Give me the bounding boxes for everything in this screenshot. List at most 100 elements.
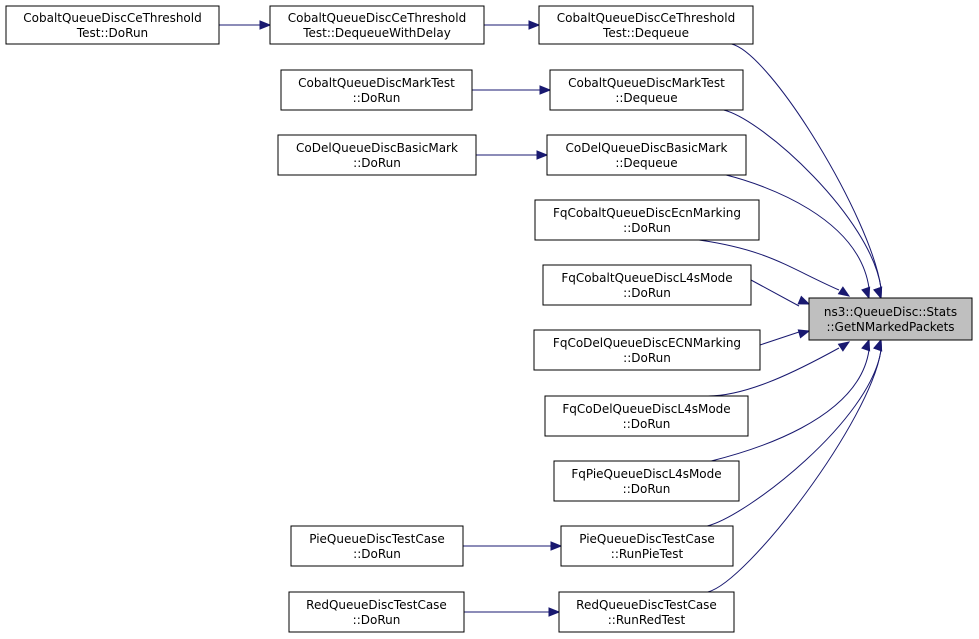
- edge-stats-to-red-run: [707, 338, 883, 593]
- node-ct-dwd[interactable]: CobaltQueueDiscCeThresholdTest::DequeueW…: [269, 5, 485, 45]
- node-label-line-2: ::Dequeue: [615, 91, 677, 105]
- edge-ct-deq-to-ct-dwd: [484, 20, 541, 30]
- node-box: [808, 297, 973, 341]
- edge-stats-to-cm-deq: [723, 109, 883, 300]
- node-label-line-1: CobaltQueueDiscCeThreshold: [288, 11, 466, 25]
- node-box: [549, 69, 744, 111]
- node-label-line-2: Test::DequeueWithDelay: [302, 26, 451, 40]
- edge-pie-run-to-pie-dorun: [463, 541, 563, 551]
- node-label-line-2: ::DoRun: [623, 221, 671, 235]
- node-label-line-1: FqPieQueueDiscL4sMode: [571, 467, 721, 481]
- node-label-line-2: ::DoRun: [353, 91, 401, 105]
- arrowhead-icon: [861, 338, 871, 352]
- node-fce[interactable]: FqCobaltQueueDiscEcnMarking::DoRun: [534, 199, 760, 241]
- node-box: [269, 5, 485, 45]
- arrowhead-icon: [536, 150, 549, 160]
- node-box: [546, 134, 747, 176]
- arrowhead-icon: [837, 286, 851, 297]
- node-label-line-2: ::DoRun: [623, 417, 671, 431]
- node-box: [280, 69, 473, 111]
- edge-line: [698, 239, 840, 291]
- arrowhead-icon: [259, 20, 272, 30]
- edge-stats-to-fce: [698, 239, 851, 297]
- node-box: [553, 460, 740, 502]
- node-label-line-2: Test::DoRun: [76, 26, 148, 40]
- node-label-line-1: CobaltQueueDiscMarkTest: [568, 76, 725, 90]
- edge-line: [750, 279, 800, 307]
- node-red-run[interactable]: RedQueueDiscTestCase::RunRedTest: [558, 591, 735, 633]
- node-label-line-2: ::GetNMarkedPackets: [826, 320, 954, 334]
- node-cd-deq[interactable]: CoDelQueueDiscBasicMark::Dequeue: [546, 134, 747, 176]
- edge-red-run-to-red-dorun: [464, 607, 561, 617]
- node-label-line-1: FqCobaltQueueDiscEcnMarking: [553, 206, 741, 220]
- node-box: [538, 5, 754, 45]
- node-box: [542, 264, 752, 306]
- edge-stats-to-fde: [759, 329, 811, 346]
- edge-stats-to-fdl: [707, 341, 851, 397]
- edges-layer: [219, 20, 883, 617]
- node-label-line-1: FqCoDelQueueDiscL4sMode: [562, 402, 730, 416]
- node-box: [5, 5, 220, 45]
- node-label-line-1: RedQueueDiscTestCase: [306, 598, 447, 612]
- edge-line: [707, 347, 840, 397]
- edge-cm-deq-to-cm-dorun: [472, 85, 552, 95]
- node-label-line-2: ::DoRun: [623, 482, 671, 496]
- edge-line: [707, 349, 882, 527]
- edge-stats-to-fpl: [711, 338, 871, 462]
- arrowhead-icon: [873, 338, 883, 352]
- edge-line: [731, 43, 882, 289]
- node-fcl[interactable]: FqCobaltQueueDiscL4sMode::DoRun: [542, 264, 752, 306]
- node-box: [290, 525, 464, 567]
- edge-ct-dwd-to-ct-dorun: [219, 20, 272, 30]
- edge-stats-to-ct-deq: [731, 43, 883, 300]
- node-label-line-2: ::Dequeue: [615, 156, 677, 170]
- node-label-line-1: CoDelQueueDiscBasicMark: [296, 141, 458, 155]
- arrowhead-icon: [837, 341, 851, 352]
- arrowhead-icon: [861, 286, 871, 300]
- node-label-line-2: Test::Dequeue: [602, 26, 689, 40]
- edge-line: [711, 349, 870, 462]
- arrowhead-icon: [797, 329, 811, 339]
- focus-node[interactable]: ns3::QueueDisc::Stats::GetNMarkedPackets: [808, 297, 973, 341]
- node-cm-dorun[interactable]: CobaltQueueDiscMarkTest::DoRun: [280, 69, 473, 111]
- node-box: [277, 134, 477, 176]
- edge-stats-to-fcl: [750, 279, 811, 307]
- node-pie-dorun[interactable]: PieQueueDiscTestCase::DoRun: [290, 525, 464, 567]
- node-label-line-2: ::DoRun: [353, 156, 401, 170]
- node-label-line-2: ::RunPieTest: [611, 547, 684, 561]
- arrowhead-icon: [797, 295, 811, 305]
- edge-cd-deq-to-cd-dorun: [476, 150, 549, 160]
- arrowhead-icon: [548, 607, 561, 617]
- edge-line: [725, 174, 870, 289]
- node-label-line-2: ::DoRun: [623, 286, 671, 300]
- node-label-line-1: CobaltQueueDiscCeThreshold: [557, 11, 735, 25]
- node-label-line-1: RedQueueDiscTestCase: [576, 598, 717, 612]
- node-box: [288, 591, 465, 633]
- edge-stats-to-cd-deq: [725, 174, 871, 300]
- arrowhead-icon: [539, 85, 552, 95]
- node-cd-dorun[interactable]: CoDelQueueDiscBasicMark::DoRun: [277, 134, 477, 176]
- node-fdl[interactable]: FqCoDelQueueDiscL4sMode::DoRun: [544, 395, 749, 437]
- node-cm-deq[interactable]: CobaltQueueDiscMarkTest::Dequeue: [549, 69, 744, 111]
- node-box: [560, 525, 734, 567]
- node-label-line-1: FqCobaltQueueDiscL4sMode: [561, 271, 732, 285]
- node-fpl[interactable]: FqPieQueueDiscL4sMode::DoRun: [553, 460, 740, 502]
- node-fde[interactable]: FqCoDelQueueDiscECNMarking::DoRun: [533, 329, 761, 371]
- node-pie-run[interactable]: PieQueueDiscTestCase::RunPieTest: [560, 525, 734, 567]
- node-box: [534, 199, 760, 241]
- edge-line: [723, 109, 882, 289]
- edge-line: [759, 331, 800, 346]
- node-label-line-1: PieQueueDiscTestCase: [579, 532, 715, 546]
- node-label-line-2: ::DoRun: [353, 613, 401, 627]
- node-label-line-2: ::RunRedTest: [608, 613, 686, 627]
- nodes-layer: ns3::QueueDisc::Stats::GetNMarkedPackets…: [5, 5, 973, 633]
- node-label-line-2: ::DoRun: [623, 351, 671, 365]
- node-label-line-1: PieQueueDiscTestCase: [309, 532, 445, 546]
- node-label-line-1: FqCoDelQueueDiscECNMarking: [553, 336, 741, 350]
- node-label-line-1: CobaltQueueDiscCeThreshold: [23, 11, 201, 25]
- node-label-line-2: ::DoRun: [353, 547, 401, 561]
- node-red-dorun[interactable]: RedQueueDiscTestCase::DoRun: [288, 591, 465, 633]
